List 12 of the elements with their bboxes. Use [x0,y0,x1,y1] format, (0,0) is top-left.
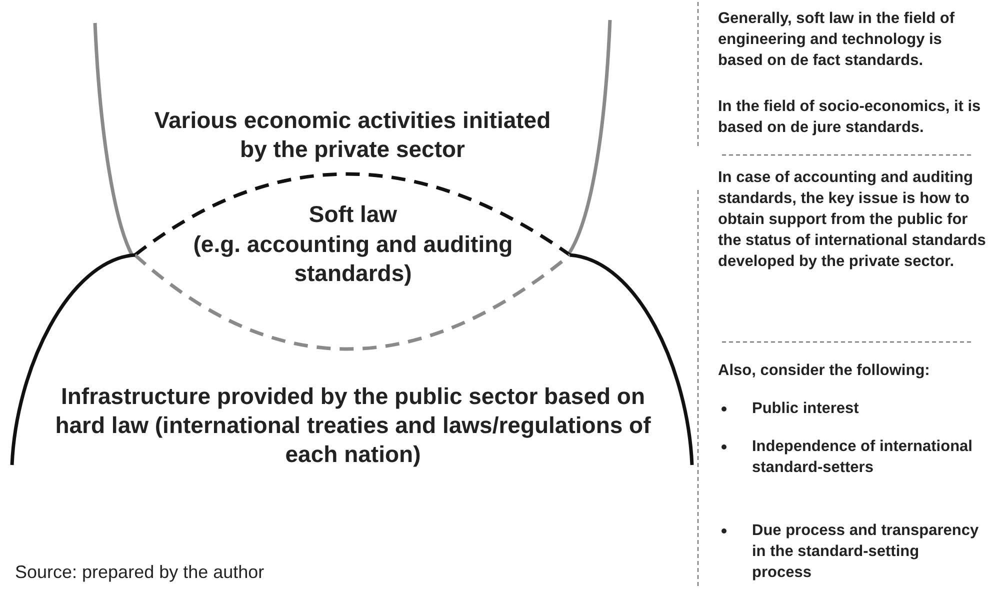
list-item-text: Public interest [752,399,860,419]
list-item-text: Due process and transparency in the standard-setting process [752,521,980,583]
note-text: In the field of socio-economics, it is based on de jure standards. [718,97,982,138]
lens-text: (e.g. accounting and auditing standards) [192,230,514,288]
note-text: In case of accounting and auditing standards, the key issue is how to obtain support from the public for the status of international standards developed by the private sector. [718,168,987,272]
lens-title: Soft law [308,200,398,229]
list-item-text: Independence of international standard-setters [752,437,974,478]
caption: Source: prepared by the author [15,562,264,583]
note-text: Also, consider the following: [718,361,931,381]
region-text: Infrastructure provided by the public sector based on hard law (international treaties and laws/regulations of each nation) [54,382,652,469]
note-text: Generally, soft law in the field of engineering and technology is based on de fact standards. [718,9,956,71]
region-title: Various economic activities initiated by the private sector [153,106,552,164]
